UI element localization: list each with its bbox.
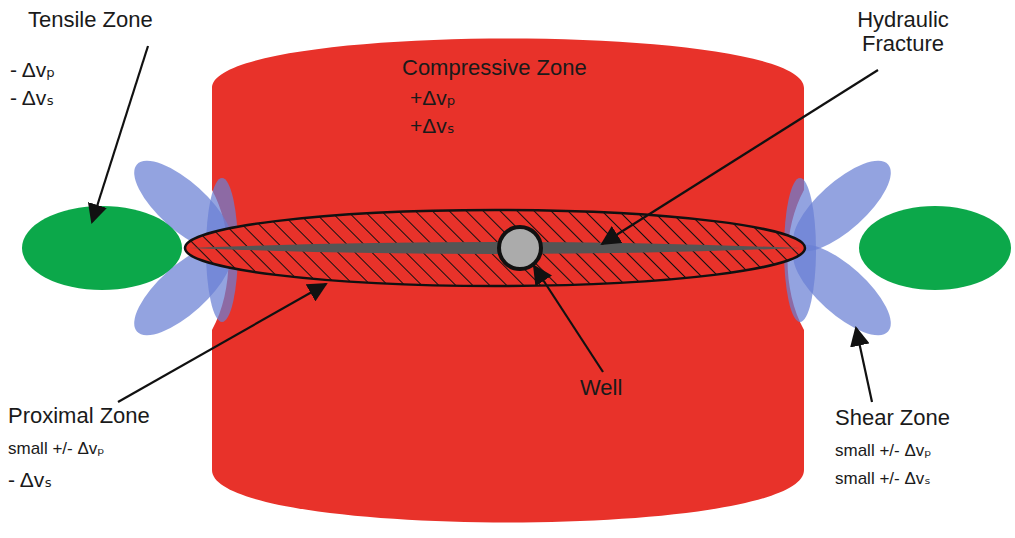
velocity-change: +Δvₚ xyxy=(410,86,456,109)
proximal-zone xyxy=(185,210,805,286)
velocity-change: - Δvₚ xyxy=(10,58,55,81)
feature-title: Well xyxy=(580,376,622,400)
velocity-change: - Δvₛ xyxy=(10,86,54,109)
leader-line xyxy=(534,266,603,372)
leader-line xyxy=(92,46,148,222)
zone-title: Compressive Zone xyxy=(402,56,587,80)
tensile-lobe xyxy=(22,206,182,290)
zone-title: Tensile Zone xyxy=(28,8,153,32)
zone-title: Proximal Zone xyxy=(8,404,150,428)
tensile-lobe xyxy=(859,206,1011,290)
shear-zone xyxy=(121,147,904,350)
leader-line xyxy=(856,328,872,402)
velocity-change: small +/- Δvₚ xyxy=(835,442,932,461)
velocity-change: +Δvₛ xyxy=(410,114,455,137)
feature-title: Hydraulic Fracture xyxy=(838,8,968,56)
velocity-change: small +/- Δvₚ xyxy=(8,440,105,459)
leader-line xyxy=(118,284,326,402)
leader-line xyxy=(602,70,878,244)
velocity-change: small +/- Δvₛ xyxy=(835,470,931,489)
well-bore xyxy=(499,227,541,269)
zone-title: Shear Zone xyxy=(835,406,950,430)
velocity-change: - Δvₛ xyxy=(8,468,52,491)
hydraulic-fracture xyxy=(190,242,800,254)
